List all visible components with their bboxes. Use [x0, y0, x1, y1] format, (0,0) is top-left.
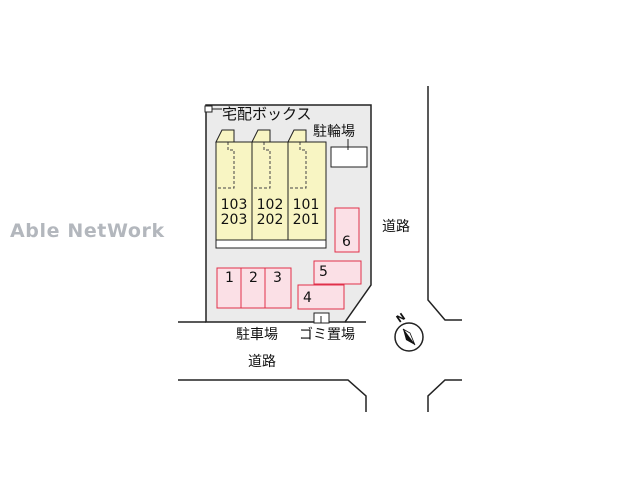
garbage-label: ゴミ置場: [299, 327, 355, 343]
apartment-building: [215, 129, 327, 249]
unit-upper: 101: [292, 197, 320, 213]
bicycle-parking-label: 駐輪場: [313, 124, 355, 140]
road-south-label: 道路: [248, 354, 276, 370]
parking-slot-4-label: 4: [303, 290, 312, 306]
unit-label: 102 202: [252, 198, 288, 228]
delivery-box-label: 宅配ボックス: [222, 105, 312, 123]
parking-slots: [216, 207, 362, 310]
parking-label: 駐車場: [236, 327, 278, 343]
unit-lower: 203: [220, 212, 248, 228]
compass-icon: [394, 322, 424, 352]
unit-lower: 201: [292, 212, 320, 228]
parking-slot-2-label: 2: [249, 270, 258, 286]
parking-slot-6: [334, 207, 360, 253]
parking-slot-5-label: 5: [319, 264, 328, 280]
road-lines: [178, 86, 462, 412]
parking-slot-4: [297, 284, 345, 310]
unit-label: 101 201: [288, 198, 324, 228]
bicycle-parking-area: [330, 146, 368, 168]
unit-label: 103 203: [216, 198, 252, 228]
parking-slot-1-label: 1: [225, 270, 234, 286]
parking-slot-1: [216, 267, 242, 309]
parking-slot-6-label: 6: [342, 234, 351, 250]
unit-upper: 102: [256, 197, 284, 213]
unit-upper: 103: [220, 197, 248, 213]
unit-lower: 202: [256, 212, 284, 228]
parking-slot-3: [264, 267, 292, 309]
parking-slot-3-label: 3: [273, 270, 282, 286]
road-east-label: 道路: [382, 219, 410, 235]
parking-slot-5: [313, 260, 362, 285]
delivery-box-icon: [204, 105, 222, 113]
watermark: Able NetWork: [10, 220, 165, 242]
